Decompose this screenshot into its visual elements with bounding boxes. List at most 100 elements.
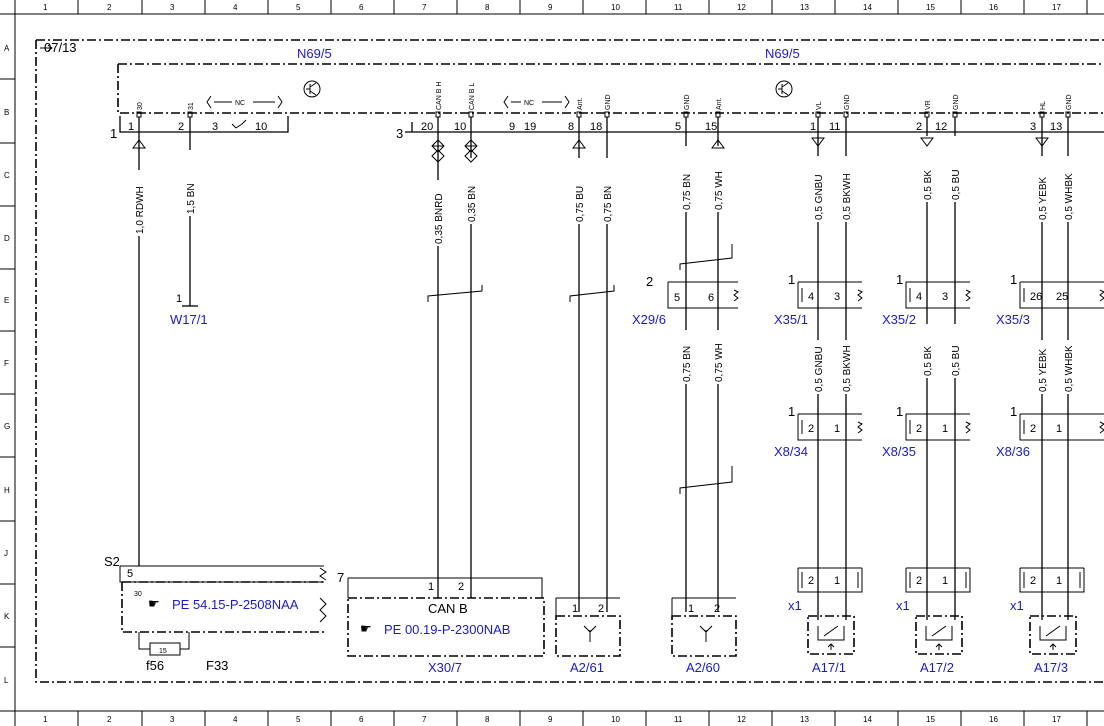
wire-label: 0,75 BU bbox=[575, 186, 586, 222]
svg-text:1: 1 bbox=[788, 272, 795, 287]
header-pin-label: CAN B L bbox=[469, 83, 476, 110]
svg-text:1: 1 bbox=[1010, 272, 1017, 287]
grid-column-label: 6 bbox=[359, 3, 364, 12]
connector-x1-label: x1 bbox=[896, 598, 910, 613]
grid-row-label: E bbox=[4, 296, 9, 305]
wire-label: 0,35 BNRD bbox=[434, 193, 445, 244]
svg-text:3: 3 bbox=[212, 121, 218, 133]
svg-text:5: 5 bbox=[675, 121, 681, 133]
svg-text:1: 1 bbox=[1010, 404, 1017, 419]
svg-text:10: 10 bbox=[255, 121, 267, 133]
wire-label: 0,75 BN bbox=[682, 346, 693, 382]
grid-column-label: 17 bbox=[1052, 715, 1061, 724]
device-name: A17/1 bbox=[812, 660, 846, 675]
svg-text:2: 2 bbox=[808, 575, 814, 587]
grid-column-label: 5 bbox=[296, 3, 301, 12]
svg-text:1: 1 bbox=[896, 404, 903, 419]
device-name: A17/3 bbox=[1034, 660, 1068, 675]
grid-row-label: K bbox=[4, 612, 10, 621]
device-name: A2/60 bbox=[686, 660, 720, 675]
arrow-up-icon bbox=[572, 139, 586, 149]
header-pin-label: GND bbox=[953, 94, 960, 110]
svg-text:3: 3 bbox=[834, 291, 840, 303]
wire-label: 0,5 GNBU bbox=[814, 346, 825, 392]
svg-text:12: 12 bbox=[935, 121, 947, 133]
wire-label: 0,5 YEBK bbox=[1038, 348, 1049, 392]
reference-link[interactable]: PE 54.15-P-2508NAA bbox=[172, 597, 299, 612]
grid-row-label: L bbox=[4, 676, 9, 685]
connector-name: X8/36 bbox=[996, 444, 1030, 459]
header-pin-label: 31 bbox=[188, 102, 195, 110]
grid-column-label: 7 bbox=[422, 3, 427, 12]
grid-column-label: 10 bbox=[611, 715, 620, 724]
grid-column-label: 14 bbox=[863, 3, 872, 12]
connector-x29-6: 2 5 6 X29/6 bbox=[632, 274, 739, 327]
svg-text:2: 2 bbox=[916, 121, 922, 133]
svg-text:1: 1 bbox=[176, 293, 182, 305]
grid-row-label: F bbox=[4, 359, 9, 368]
transistor-icon bbox=[775, 80, 793, 98]
grid-column-label: 2 bbox=[107, 715, 112, 724]
grid-column-label: 6 bbox=[359, 715, 364, 724]
wire-label: 0,5 BK bbox=[923, 346, 934, 376]
connector-strip-1 bbox=[119, 116, 289, 133]
arrow-down-icon bbox=[920, 137, 934, 147]
svg-text:1: 1 bbox=[942, 575, 948, 587]
svg-text:1: 1 bbox=[128, 121, 134, 133]
wire-label: 0,5 BU bbox=[951, 169, 962, 200]
header-pin-label: Ant. bbox=[716, 97, 723, 110]
grid-column-label: 7 bbox=[422, 715, 427, 724]
svg-text:2: 2 bbox=[598, 603, 604, 615]
grid-column-label: 1 bbox=[43, 3, 48, 12]
connector-x1-label: x1 bbox=[788, 598, 802, 613]
grid-row-label: J bbox=[4, 549, 8, 558]
svg-text:5: 5 bbox=[674, 292, 680, 304]
wire-label: 0,35 BN bbox=[467, 186, 478, 222]
antenna-icon bbox=[699, 625, 713, 642]
svg-text:20: 20 bbox=[421, 121, 433, 133]
svg-text:1: 1 bbox=[788, 404, 795, 419]
wire-label: 0,5 BKWH bbox=[842, 173, 853, 220]
arrow-up-icon bbox=[711, 139, 725, 149]
ref-arrow-icon bbox=[40, 44, 53, 52]
grid-column-label: 3 bbox=[170, 3, 175, 12]
direction-arrows bbox=[132, 136, 1049, 163]
svg-text:3: 3 bbox=[1030, 121, 1036, 133]
svg-text:15: 15 bbox=[705, 121, 717, 133]
reference-link[interactable]: PE 00.19-P-2300NAB bbox=[384, 622, 510, 637]
connector-name: X8/35 bbox=[882, 444, 916, 459]
connector-name: X35/1 bbox=[774, 312, 808, 327]
bidirectional-arrow-icon bbox=[464, 139, 478, 153]
switch-icon bbox=[231, 119, 247, 129]
svg-text:6: 6 bbox=[708, 292, 714, 304]
grid-column-label: 16 bbox=[989, 3, 998, 12]
svg-text:CAN B: CAN B bbox=[428, 601, 468, 616]
connector-name: X30/7 bbox=[428, 660, 462, 675]
svg-text:3: 3 bbox=[942, 291, 948, 303]
svg-text:18: 18 bbox=[590, 121, 602, 133]
svg-text:2: 2 bbox=[1030, 423, 1036, 435]
wire-label: 0,75 BN bbox=[682, 174, 693, 210]
svg-text:13: 13 bbox=[1050, 121, 1062, 133]
svg-text:8: 8 bbox=[568, 121, 574, 133]
svg-text:2: 2 bbox=[1030, 575, 1036, 587]
svg-text:1: 1 bbox=[572, 603, 578, 615]
grid-column-label: 14 bbox=[863, 715, 872, 724]
svg-text:2: 2 bbox=[916, 423, 922, 435]
module-title-right: N69/5 bbox=[765, 46, 800, 61]
svg-text:1: 1 bbox=[834, 575, 840, 587]
connector-name: W17/1 bbox=[170, 312, 208, 327]
grid-row-label: C bbox=[4, 171, 10, 180]
svg-text:1: 1 bbox=[942, 423, 948, 435]
bidirectional-arrow-icon bbox=[431, 139, 445, 153]
